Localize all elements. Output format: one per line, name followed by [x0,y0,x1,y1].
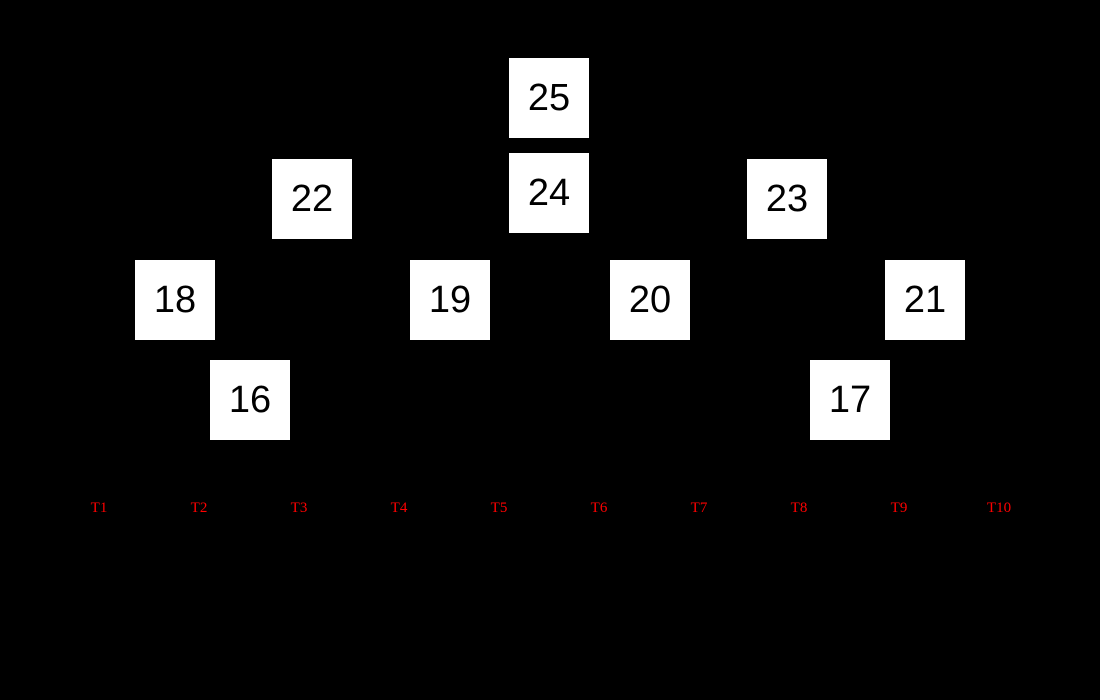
node-box-25[interactable]: 25 [509,58,589,138]
node-box-17[interactable]: 17 [810,360,890,440]
node-box-label: 25 [527,77,571,119]
node-box-23[interactable]: 23 [747,159,827,239]
axis-tick-t10: T10 [986,500,1012,516]
axis-tick-t4: T4 [390,500,408,516]
node-box-20[interactable]: 20 [610,260,690,340]
axis-tick-t3: T3 [290,500,308,516]
node-box-label: 18 [153,279,197,321]
axis-tick-t2: T2 [190,500,208,516]
axis-tick-t5: T5 [490,500,508,516]
node-box-19[interactable]: 19 [410,260,490,340]
node-box-16[interactable]: 16 [210,360,290,440]
node-box-label: 19 [428,279,472,321]
node-box-label: 24 [527,172,571,214]
node-box-22[interactable]: 22 [272,159,352,239]
node-box-label: 21 [903,279,947,321]
node-box-21[interactable]: 21 [885,260,965,340]
axis-tick-t8: T8 [790,500,808,516]
axis-tick-t1: T1 [90,500,108,516]
node-box-label: 16 [228,379,272,421]
node-box-label: 17 [828,379,872,421]
node-box-18[interactable]: 18 [135,260,215,340]
axis-tick-t7: T7 [690,500,708,516]
node-box-24[interactable]: 24 [509,153,589,233]
axis-tick-t9: T9 [890,500,908,516]
node-box-label: 20 [628,279,672,321]
axis-tick-t6: T6 [590,500,608,516]
node-box-label: 23 [765,178,809,220]
node-box-label: 22 [290,178,334,220]
